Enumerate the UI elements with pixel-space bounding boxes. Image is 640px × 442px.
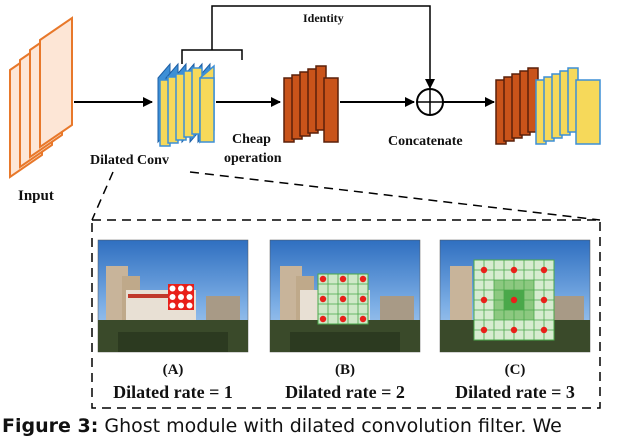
panel-dilated-rate-1 [97, 239, 249, 353]
panel-dilated-rate-3 [439, 239, 591, 353]
zoom-line-left [91, 171, 114, 221]
dilated-conv-feature-stack [157, 62, 215, 147]
input-label: Input [18, 188, 54, 204]
figure-caption-text: Ghost module with dilated convolution fi… [98, 415, 562, 437]
panel-a-tag: (A) [163, 362, 184, 378]
identity-connection [181, 5, 435, 89]
cheap-operation-label-line2: operation [224, 151, 282, 166]
panel-b-tag: (B) [335, 362, 355, 378]
ghost-module-figure: Input Dilated Conv Identity Cheap operat… [9, 5, 601, 409]
panel-c-tag: (C) [505, 362, 526, 378]
panel-a-rate: Dilated rate = 1 [113, 382, 233, 402]
figure-caption: Figure 3: Ghost module with dilated conv… [0, 410, 640, 442]
kernel-rate-2 [317, 273, 369, 325]
figure-caption-label: Figure 3: [2, 415, 99, 437]
zoom-line-right [189, 171, 601, 221]
dilation-detail-box [91, 219, 601, 409]
kernel-rate-3 [473, 259, 555, 341]
panel-dilated-rate-2 [269, 239, 421, 353]
kernel-rate-1 [168, 284, 194, 310]
cheap-operation-feature-stack [283, 65, 339, 143]
dilated-conv-label: Dilated Conv [90, 153, 169, 168]
concatenate-label: Concatenate [388, 134, 463, 149]
input-feature-stack [9, 16, 73, 179]
output-feature-stack [495, 67, 601, 145]
cheap-operation-label-line1: Cheap [232, 132, 271, 147]
panel-b-rate: Dilated rate = 2 [285, 382, 405, 402]
panel-c-rate: Dilated rate = 3 [455, 382, 575, 402]
identity-label: Identity [303, 11, 344, 25]
concatenate-operator-icon [416, 88, 444, 116]
